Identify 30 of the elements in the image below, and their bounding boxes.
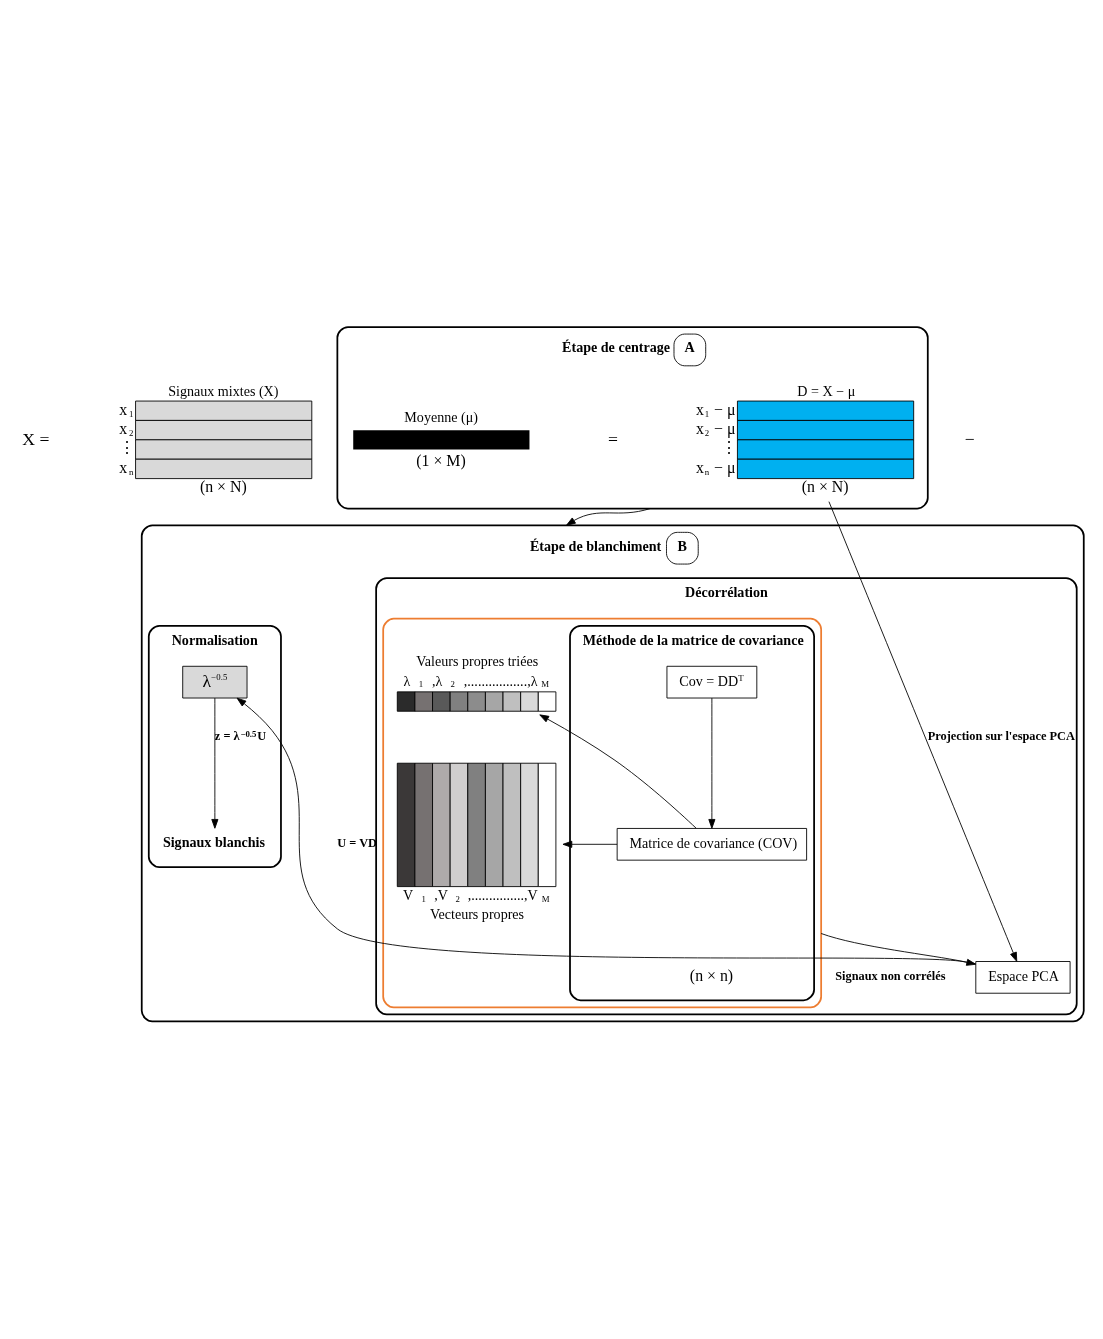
node-text: Signaux blanchis <box>162 833 266 850</box>
arrow <box>820 932 977 966</box>
node-label: Vecteurs propres <box>429 905 525 922</box>
node-label: (1 × M) <box>416 451 466 469</box>
node-box: Matrice de covariance (COV) <box>616 827 808 861</box>
node-label: A <box>684 338 695 355</box>
label: Signaux non corrélés <box>835 968 946 983</box>
arrow <box>562 840 618 848</box>
node-label: Valeurs propres triées <box>416 652 539 669</box>
node-label: ⋮ <box>118 438 135 456</box>
arrow <box>708 697 716 829</box>
node-label: ⋮ <box>720 438 737 456</box>
arrow <box>828 500 1018 962</box>
label: X = <box>22 428 50 449</box>
label: − <box>964 428 975 449</box>
arrow <box>211 697 219 829</box>
edge-label: Projection sur l'espace PCA <box>927 728 1075 743</box>
label: = <box>607 428 618 449</box>
arrow <box>539 713 697 829</box>
arrow <box>236 697 977 964</box>
node-label: Signaux mixtes (X) <box>168 382 279 399</box>
node-box: Espace PCA <box>975 960 1071 994</box>
node-box <box>353 429 530 449</box>
node-label: (n × N) <box>801 477 849 495</box>
node-label: Moyenne (μ) <box>404 408 478 425</box>
node-label: B <box>677 537 687 554</box>
cluster <box>382 617 823 1008</box>
node-label: (n × N) <box>199 477 247 495</box>
node-label: D = X − μ <box>797 382 856 399</box>
label: (n × n) <box>689 966 734 984</box>
